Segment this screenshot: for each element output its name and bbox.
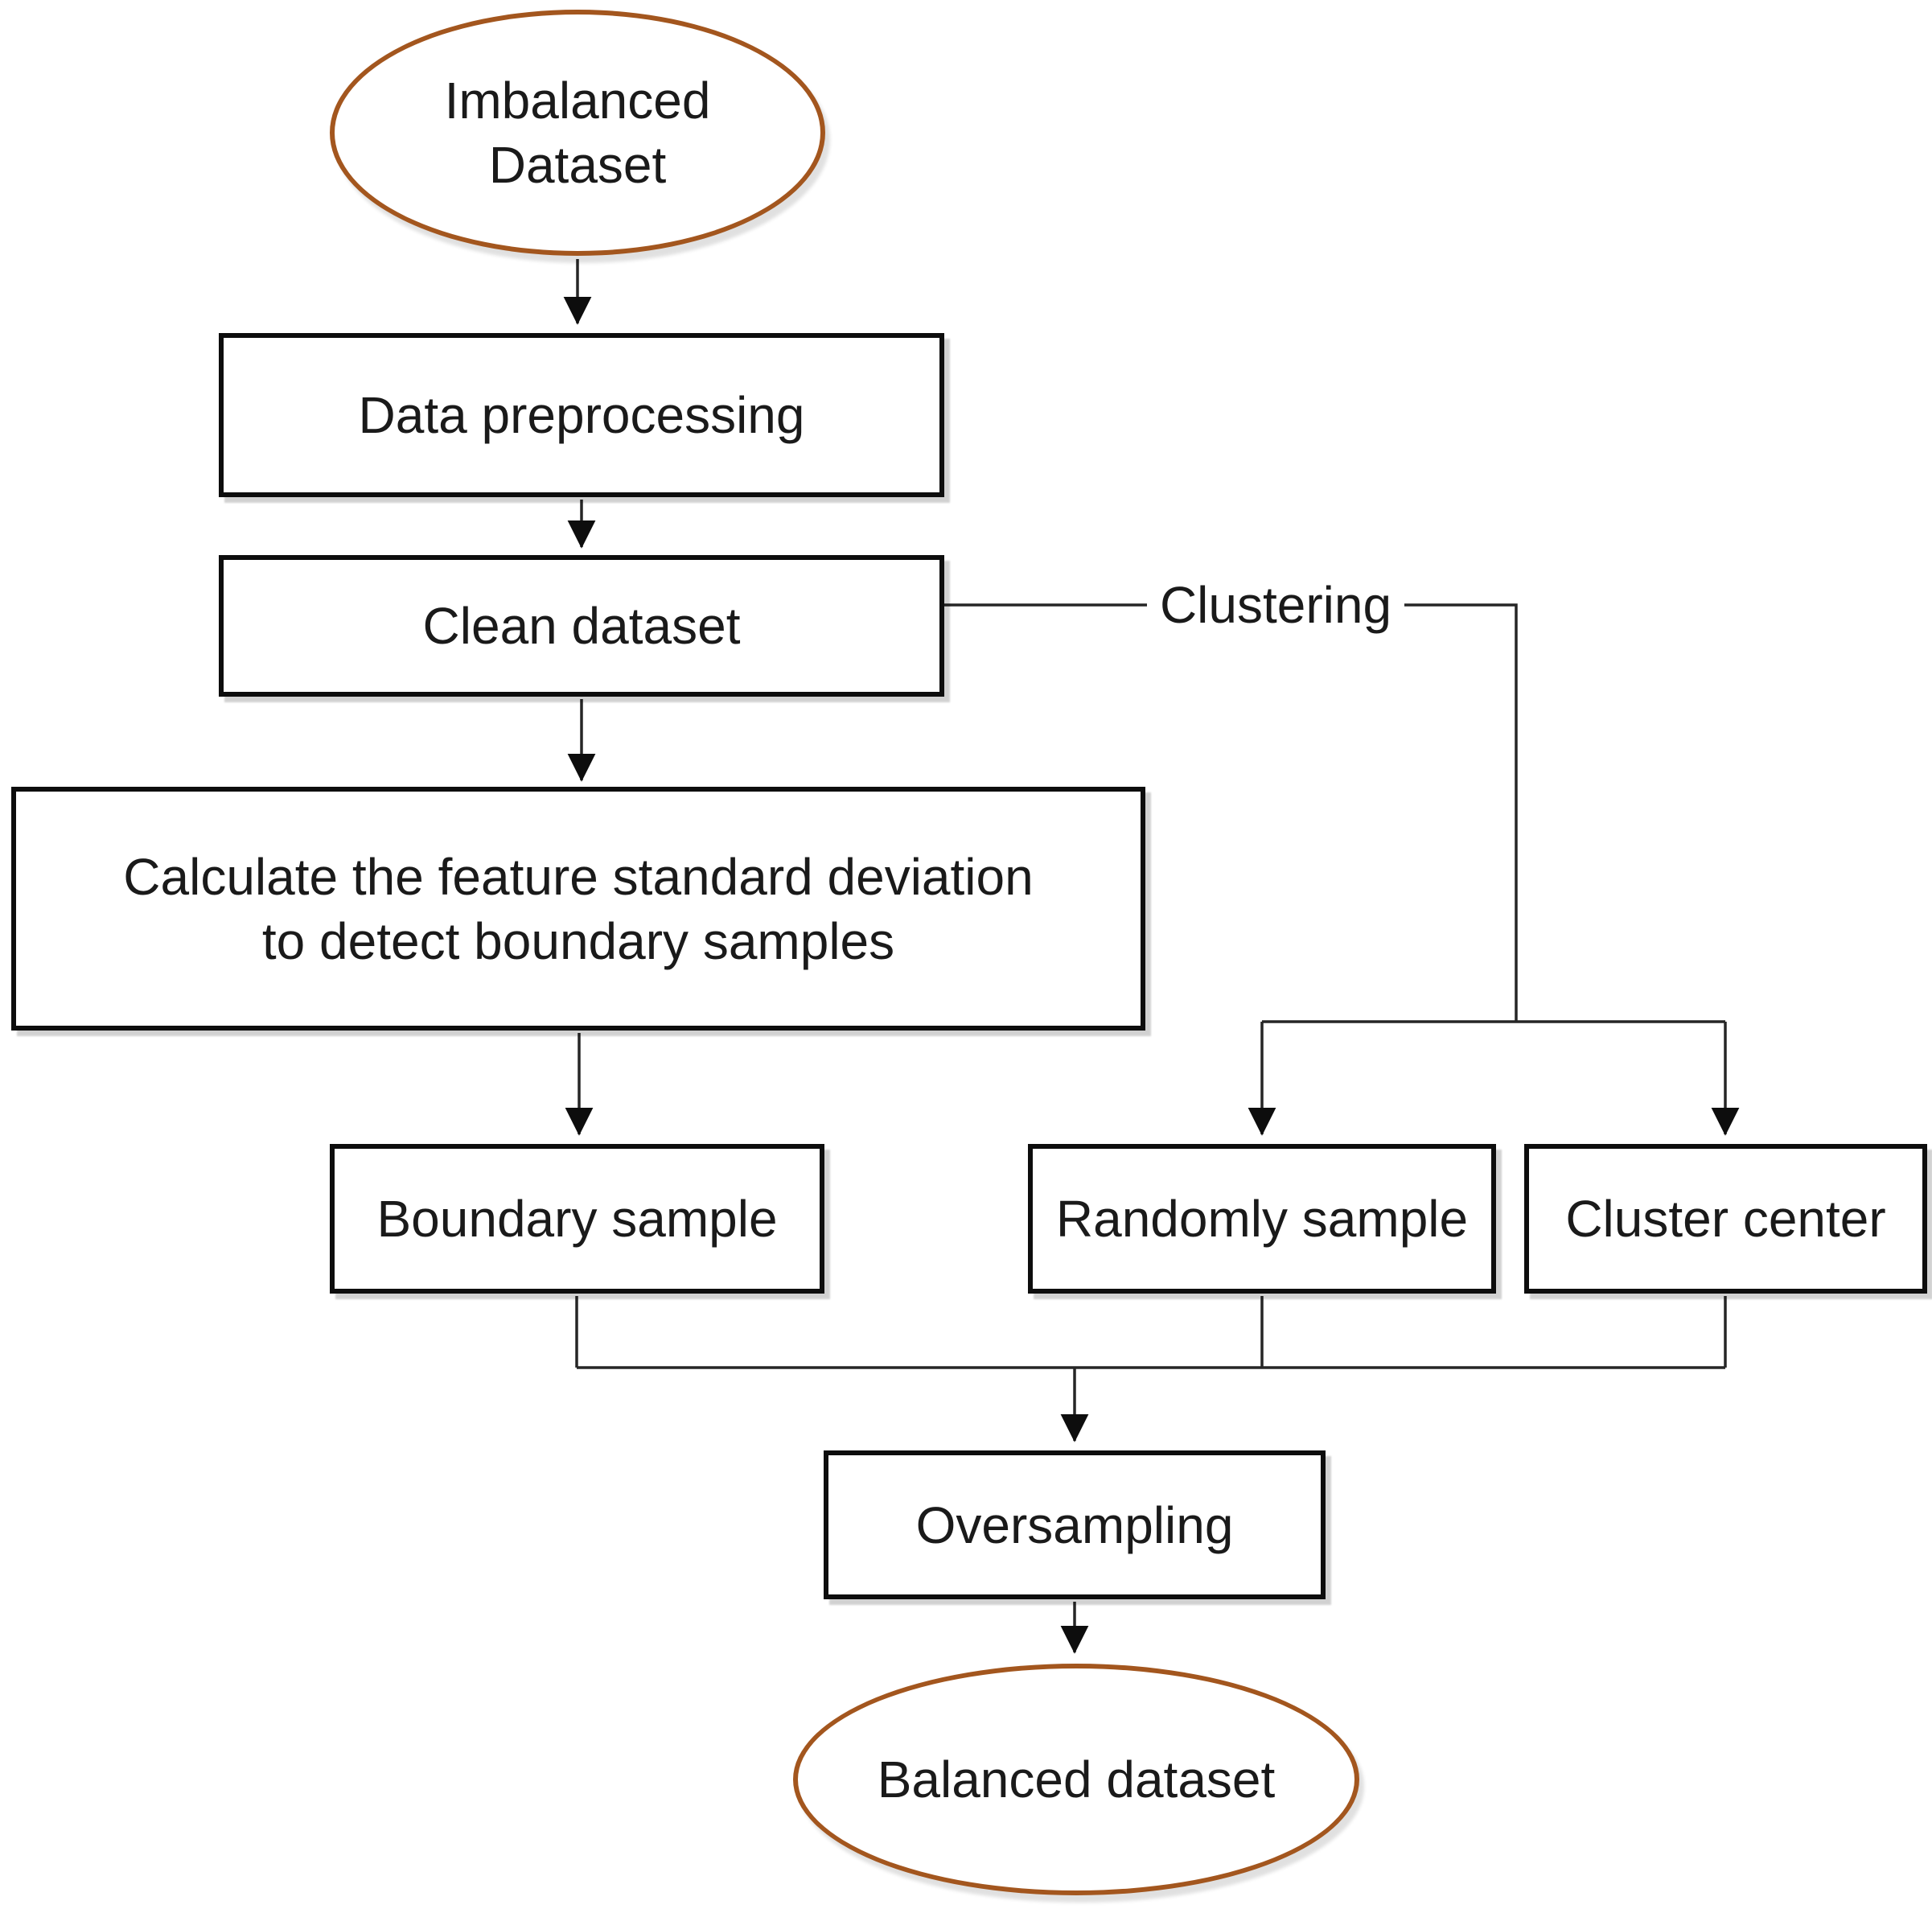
node-boundary-sample: Boundary sample xyxy=(330,1144,824,1294)
node-imbalanced-dataset: Imbalanced Dataset xyxy=(330,10,825,256)
node-balanced-dataset-label: Balanced dataset xyxy=(877,1751,1276,1808)
edge-clean-to-clustering xyxy=(944,603,1518,1022)
node-randomly-sample: Randomly sample xyxy=(1028,1144,1496,1294)
node-clean-dataset-label: Clean dataset xyxy=(422,597,741,655)
node-cluster-center-label: Cluster center xyxy=(1565,1190,1886,1248)
node-oversampling: Oversampling xyxy=(824,1450,1326,1599)
node-cluster-center: Cluster center xyxy=(1524,1144,1927,1294)
node-boundary-sample-label: Boundary sample xyxy=(376,1190,778,1248)
node-clean-dataset: Clean dataset xyxy=(219,555,944,697)
node-data-preprocessing: Data preprocessing xyxy=(219,333,944,497)
node-randomly-sample-label: Randomly sample xyxy=(1055,1190,1469,1248)
node-calculate-std-deviation-label: Calculate the feature standard deviation… xyxy=(123,847,1034,970)
node-imbalanced-dataset-label: Imbalanced Dataset xyxy=(444,72,711,194)
node-oversampling-label: Oversampling xyxy=(915,1496,1234,1554)
node-balanced-dataset: Balanced dataset xyxy=(793,1664,1359,1895)
node-data-preprocessing-label: Data preprocessing xyxy=(358,386,805,444)
edge-label-clustering: Clustering xyxy=(1147,573,1404,637)
node-calculate-std-deviation: Calculate the feature standard deviation… xyxy=(11,787,1145,1031)
